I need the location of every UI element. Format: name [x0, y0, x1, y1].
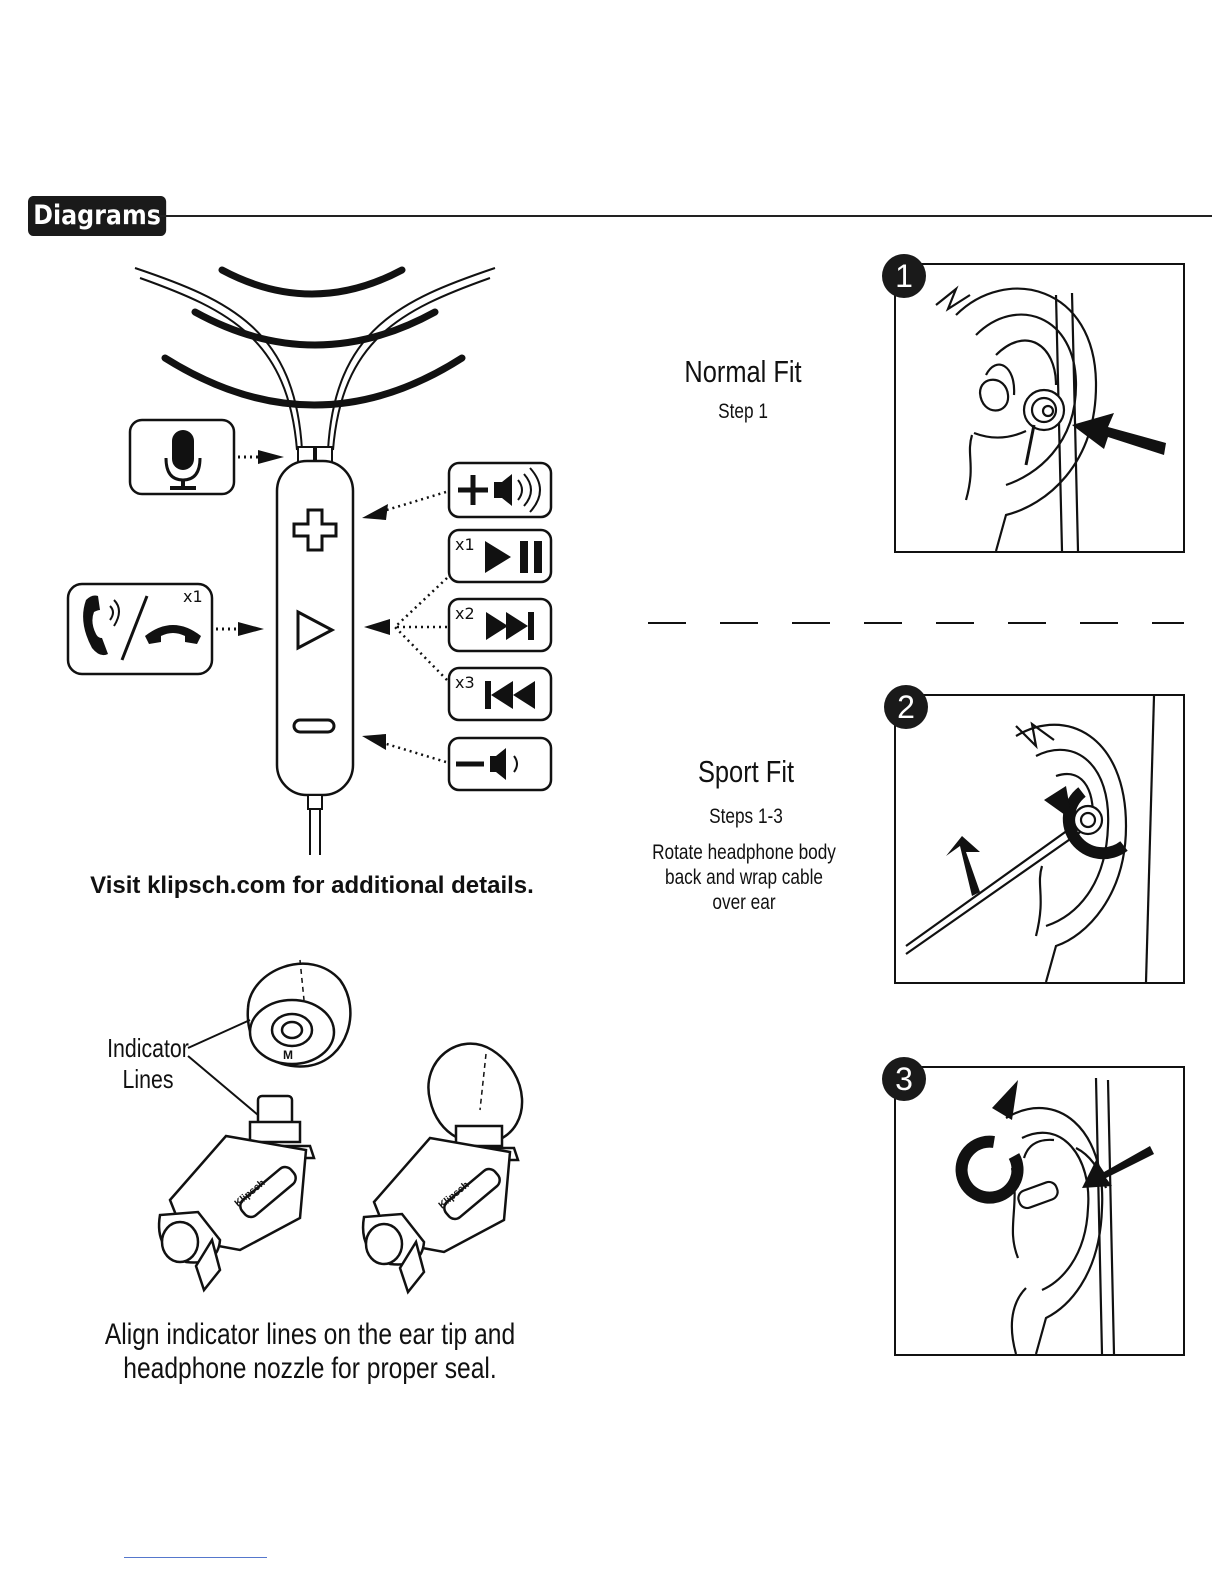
step-1-panel	[894, 263, 1185, 553]
indicator-label-line2: Lines	[99, 1064, 197, 1095]
ear-fit-step-2-illustration	[896, 696, 1183, 982]
volume-up-box	[449, 463, 551, 517]
ear-tip-size-mark: M	[283, 1048, 293, 1062]
step-3-badge: 3	[882, 1057, 926, 1101]
indicator-lines-label: Indicator Lines	[99, 1033, 197, 1095]
call-button-count: x1	[183, 587, 203, 606]
indicator-label-line1: Indicator	[99, 1033, 197, 1064]
prev-track-count: x3	[455, 673, 475, 692]
sport-fit-desc-line1: Rotate headphone body	[637, 840, 850, 865]
step-1-badge: 1	[882, 254, 926, 298]
motion-arcs	[165, 270, 462, 405]
visit-website-note: Visit klipsch.com for additional details…	[62, 872, 562, 900]
sport-fit-desc-line3: over ear	[637, 890, 850, 915]
minus-icon	[294, 720, 334, 732]
header-rule	[158, 215, 1212, 217]
ear-tip-diagram	[100, 950, 560, 1310]
section-title: Diagrams	[28, 196, 166, 236]
sport-fit-steps: Steps 1-3	[623, 805, 869, 829]
normal-fit-title: Normal Fit	[620, 354, 866, 390]
step-2-badge: 2	[884, 685, 928, 729]
ear-fit-step-3-illustration	[896, 1068, 1183, 1354]
headphone-nozzle-icon	[159, 1096, 314, 1290]
step-2-panel	[894, 694, 1185, 984]
fit-separator	[648, 618, 1188, 628]
volume-down-box	[449, 738, 551, 790]
step-3-panel	[894, 1066, 1185, 1356]
next-track-count: x2	[455, 604, 475, 623]
ear-fit-step-1-illustration	[896, 265, 1183, 551]
headphone-with-tip-icon	[363, 1044, 522, 1292]
ear-tip-icon	[248, 960, 351, 1066]
alignment-note-line2: headphone nozzle for proper seal.	[89, 1352, 532, 1386]
footer-rule	[124, 1557, 267, 1558]
remote-control-diagram	[0, 250, 600, 860]
sport-fit-desc-line2: back and wrap cable	[637, 865, 850, 890]
normal-fit-step: Step 1	[620, 400, 866, 424]
sport-fit-description: Rotate headphone body back and wrap cabl…	[637, 840, 850, 915]
alignment-note-line1: Align indicator lines on the ear tip and	[89, 1318, 532, 1352]
sport-fit-title: Sport Fit	[623, 754, 869, 790]
alignment-note: Align indicator lines on the ear tip and…	[89, 1318, 532, 1386]
play-pause-count: x1	[455, 535, 475, 554]
